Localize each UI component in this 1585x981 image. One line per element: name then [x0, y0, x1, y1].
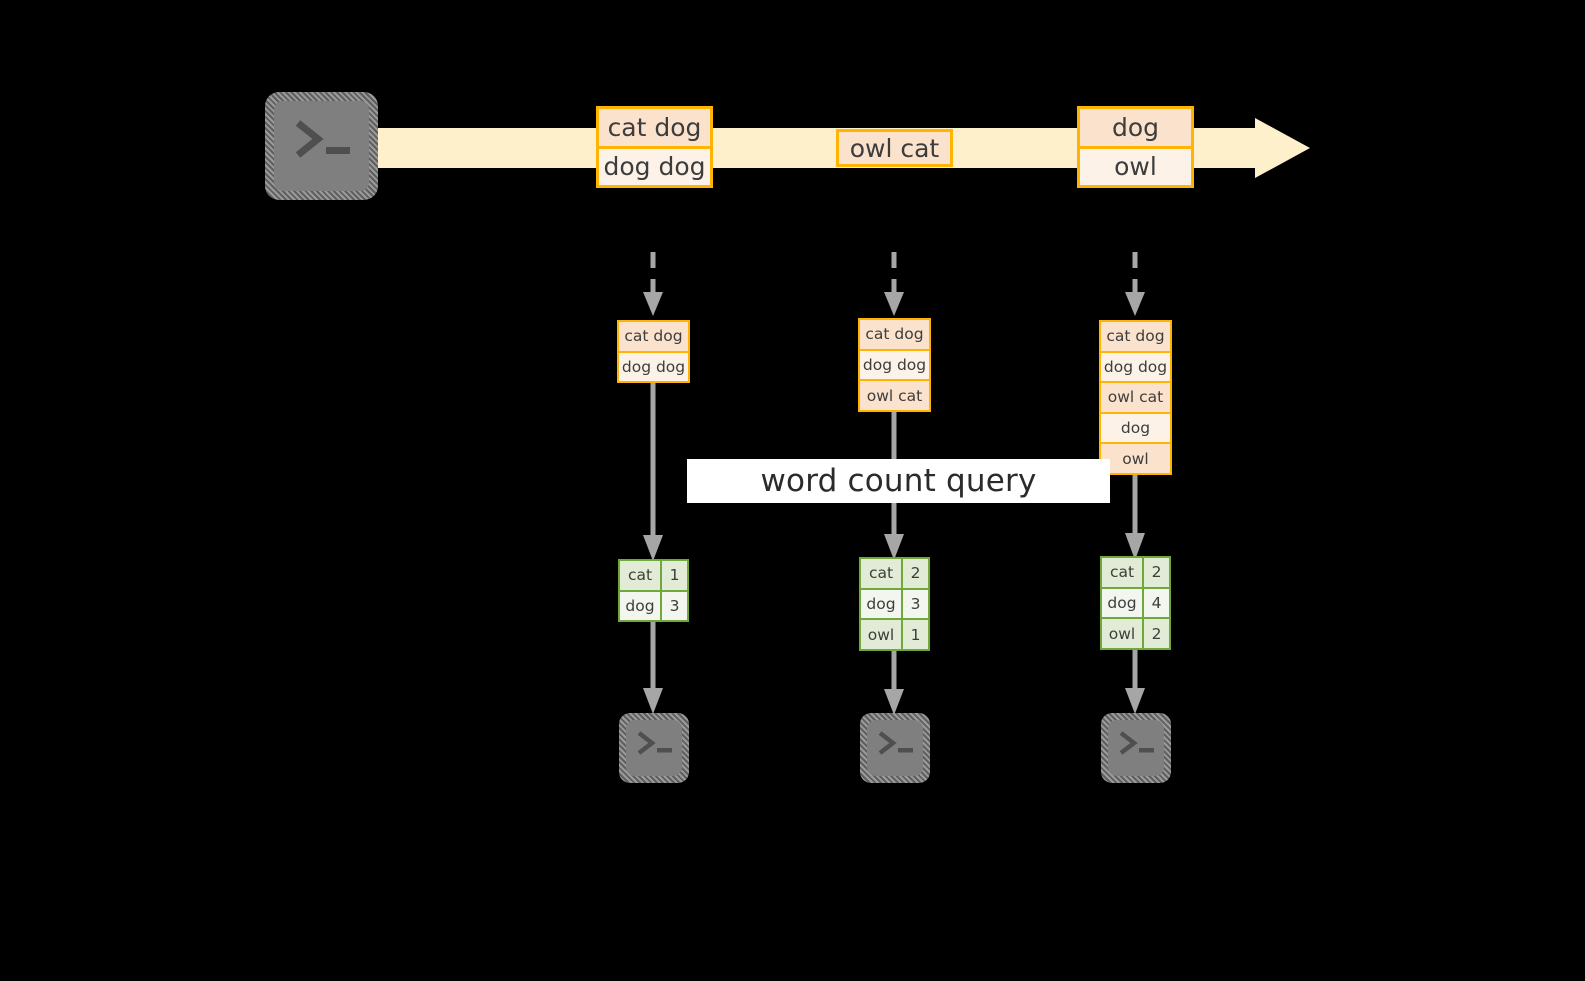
stream-event-line: cat dog [599, 109, 710, 146]
stream-event-2: owl cat [836, 129, 953, 167]
terminal-prompt-glyph [1119, 731, 1154, 755]
source-terminal-icon [265, 92, 378, 200]
state-line: cat dog [860, 320, 929, 349]
connector-result-to-sink-2 [882, 651, 906, 717]
state-line: dog dog [619, 350, 688, 381]
result-count: 2 [901, 559, 928, 588]
result-count: 2 [1142, 619, 1169, 649]
result-count: 2 [1142, 558, 1169, 587]
connector-state-to-result-1 [641, 383, 665, 563]
accumulated-state-1: cat dog dog dog [617, 320, 690, 383]
stream-event-line: dog [1080, 109, 1191, 146]
table-row: dog 4 [1102, 586, 1169, 618]
state-line: dog [1101, 411, 1170, 443]
result-count: 1 [901, 620, 928, 650]
table-row: cat 2 [1102, 558, 1169, 587]
accumulated-state-2: cat dog dog dog owl cat [858, 318, 931, 412]
table-row: owl 1 [861, 618, 928, 650]
stream-arrowhead [1255, 110, 1310, 186]
state-line: owl cat [860, 379, 929, 411]
state-line: owl cat [1101, 381, 1170, 412]
stream-event-line: owl [1080, 145, 1191, 185]
stream-event-1: cat dog dog dog [596, 106, 713, 188]
table-row: cat 1 [620, 561, 687, 590]
stream-event-3: dog owl [1077, 106, 1194, 188]
state-line: owl [1101, 442, 1170, 473]
terminal-prompt-glyph [295, 120, 350, 158]
terminal-screen [1108, 720, 1164, 776]
table-row: owl 2 [1102, 617, 1169, 649]
result-table-2: cat 2 dog 3 owl 1 [859, 557, 930, 651]
connector-result-to-sink-1 [641, 622, 665, 717]
connector-stream-to-state-2 [881, 252, 907, 320]
state-line: dog dog [1101, 350, 1170, 382]
result-word: cat [1102, 558, 1142, 587]
table-row: dog 3 [861, 587, 928, 619]
connector-stream-to-state-3 [1122, 252, 1148, 320]
result-count: 4 [1142, 588, 1169, 618]
terminal-screen [274, 101, 369, 191]
result-table-3: cat 2 dog 4 owl 2 [1100, 556, 1171, 650]
sink-terminal-icon-3 [1101, 713, 1171, 783]
state-line: dog dog [860, 348, 929, 380]
accumulated-state-3: cat dog dog dog owl cat dog owl [1099, 320, 1172, 475]
result-count: 1 [660, 561, 687, 590]
stream-event-line: owl cat [839, 132, 950, 164]
result-word: cat [861, 559, 901, 588]
query-banner: word count query [687, 459, 1110, 503]
sink-terminal-icon-1 [619, 713, 689, 783]
result-word: dog [861, 589, 901, 619]
connector-state-to-result-3 [1123, 475, 1147, 562]
stream-event-line: dog dog [599, 145, 710, 185]
connector-result-to-sink-3 [1123, 650, 1147, 716]
terminal-screen [626, 720, 682, 776]
result-word: owl [1102, 619, 1142, 649]
sink-terminal-icon-2 [860, 713, 930, 783]
result-count: 3 [901, 589, 928, 619]
result-word: dog [1102, 588, 1142, 618]
query-banner-label: word count query [760, 463, 1037, 499]
terminal-screen [867, 720, 923, 776]
connector-stream-to-state-1 [640, 252, 666, 320]
table-row: dog 3 [620, 589, 687, 620]
result-count: 3 [660, 591, 687, 620]
state-line: cat dog [619, 322, 688, 351]
result-word: dog [620, 591, 660, 620]
result-word: owl [861, 620, 901, 650]
result-word: cat [620, 561, 660, 590]
terminal-prompt-glyph [637, 731, 672, 755]
state-line: cat dog [1101, 322, 1170, 351]
result-table-1: cat 1 dog 3 [618, 559, 689, 622]
terminal-prompt-glyph [878, 731, 913, 755]
table-row: cat 2 [861, 559, 928, 588]
